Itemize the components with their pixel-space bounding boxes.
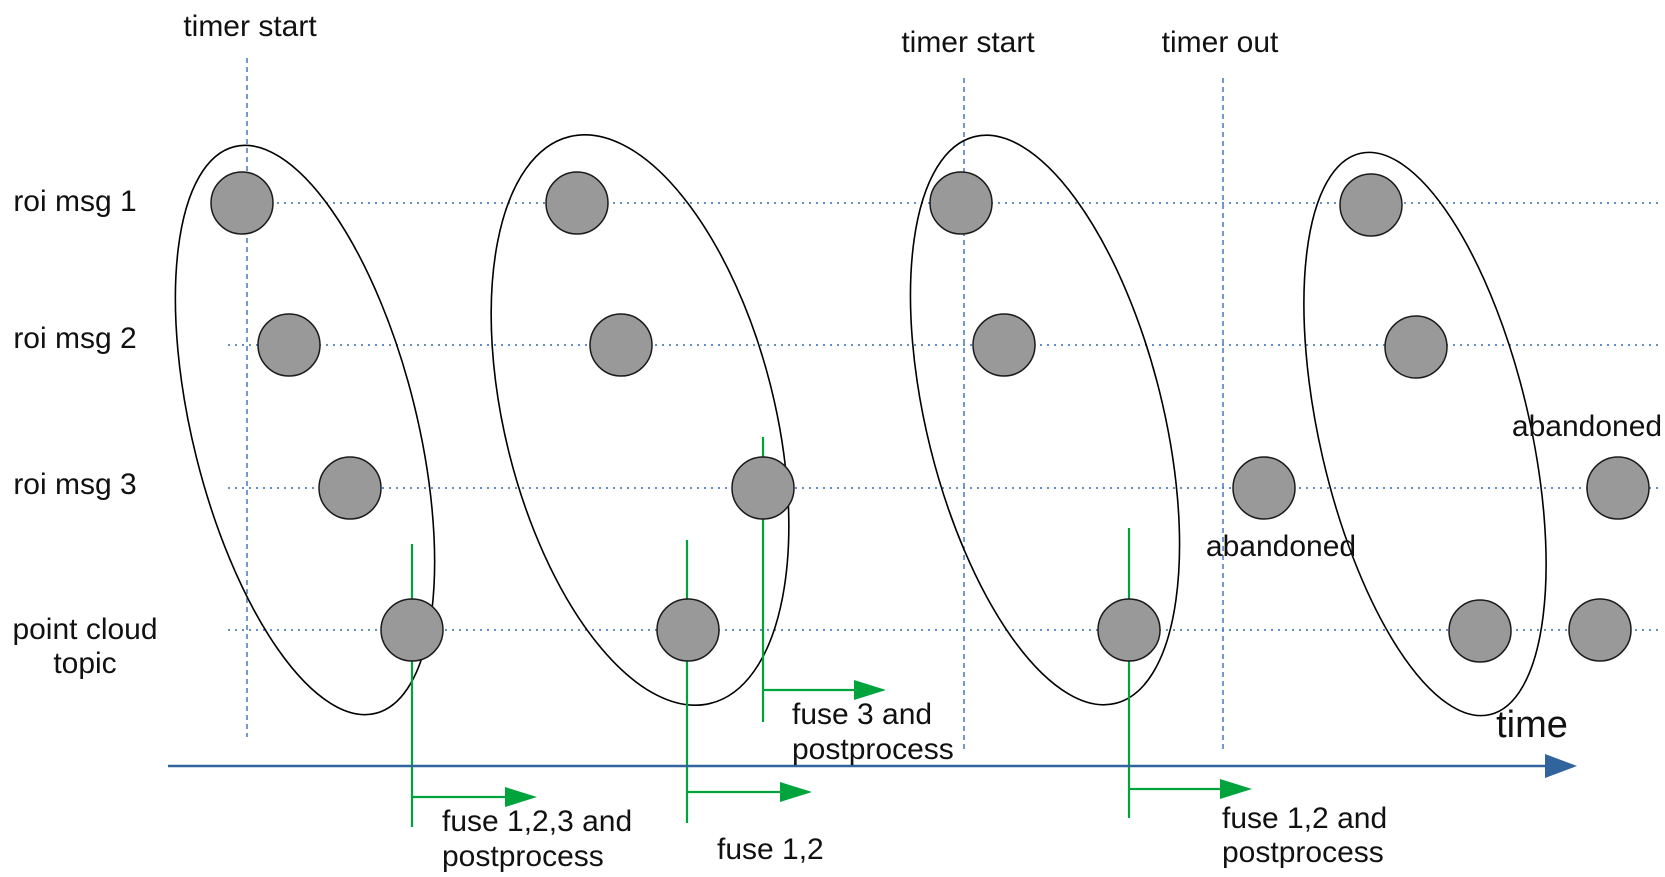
timer-out-label: timer out bbox=[1162, 26, 1279, 59]
timer-start-label-2: timer start bbox=[901, 26, 1035, 59]
time-axis-arrowhead-icon bbox=[1545, 754, 1577, 778]
msg-dot-g2-roi1 bbox=[545, 171, 609, 235]
msg-dot-g3-roi1 bbox=[929, 171, 993, 235]
fuse3-label-line1: fuse 3 and bbox=[792, 698, 932, 731]
msg-dot-g1-roi2 bbox=[257, 313, 321, 377]
msg-dot-g3-roi2 bbox=[972, 313, 1036, 377]
msg-dot-pointcloud-abandoned-right bbox=[1568, 598, 1632, 662]
msg-dot-g2-pointcloud bbox=[656, 598, 720, 662]
timer-start-label-1: timer start bbox=[183, 10, 317, 43]
message-group-ellipse-1 bbox=[174, 144, 436, 716]
fuse123-label-line1: fuse 1,2,3 and bbox=[442, 805, 632, 838]
row-label-point-cloud-line1: point cloud bbox=[12, 613, 157, 646]
message-group-ellipse-3 bbox=[909, 134, 1181, 706]
msg-dot-roi3-abandoned-right bbox=[1586, 456, 1650, 520]
row-label-roi-msg-3: roi msg 3 bbox=[13, 468, 136, 501]
message-group-ellipse-4 bbox=[1303, 151, 1547, 717]
time-axis-label: time bbox=[1496, 704, 1568, 746]
row-label-point-cloud-line2: topic bbox=[53, 647, 116, 680]
msg-dot-g4-roi2 bbox=[1384, 315, 1448, 379]
msg-dot-g2-roi3-late bbox=[731, 456, 795, 520]
msg-dot-g1-pointcloud bbox=[380, 598, 444, 662]
msg-dot-g4-roi1 bbox=[1339, 173, 1403, 237]
msg-dot-g3-roi3-abandoned bbox=[1232, 456, 1296, 520]
msg-dot-g2-roi2 bbox=[589, 313, 653, 377]
message-group-ellipse-2 bbox=[490, 133, 790, 707]
abandoned-label-right: abandoned bbox=[1512, 410, 1662, 443]
fuse-arrowhead-3-icon bbox=[854, 680, 886, 700]
msg-dot-g4-pointcloud bbox=[1448, 599, 1512, 663]
abandoned-label-left: abandoned bbox=[1206, 530, 1356, 563]
fuse12pp-label-line1: fuse 1,2 and bbox=[1222, 802, 1387, 835]
msg-dot-g1-roi1 bbox=[210, 171, 274, 235]
fuse3-label-line2: postprocess bbox=[792, 733, 954, 766]
msg-dot-g1-roi3 bbox=[318, 456, 382, 520]
fuse12pp-label-line2: postprocess bbox=[1222, 836, 1384, 869]
msg-dot-g3-pointcloud bbox=[1097, 598, 1161, 662]
fuse-arrowhead-1-icon bbox=[505, 787, 537, 807]
fuse-arrowhead-4-icon bbox=[1220, 779, 1252, 799]
row-label-roi-msg-2: roi msg 2 bbox=[13, 322, 136, 355]
row-label-roi-msg-1: roi msg 1 bbox=[13, 185, 136, 218]
fuse-arrowhead-2-icon bbox=[780, 782, 812, 802]
fuse12-label: fuse 1,2 bbox=[717, 833, 824, 866]
fuse123-label-line2: postprocess bbox=[442, 840, 604, 873]
